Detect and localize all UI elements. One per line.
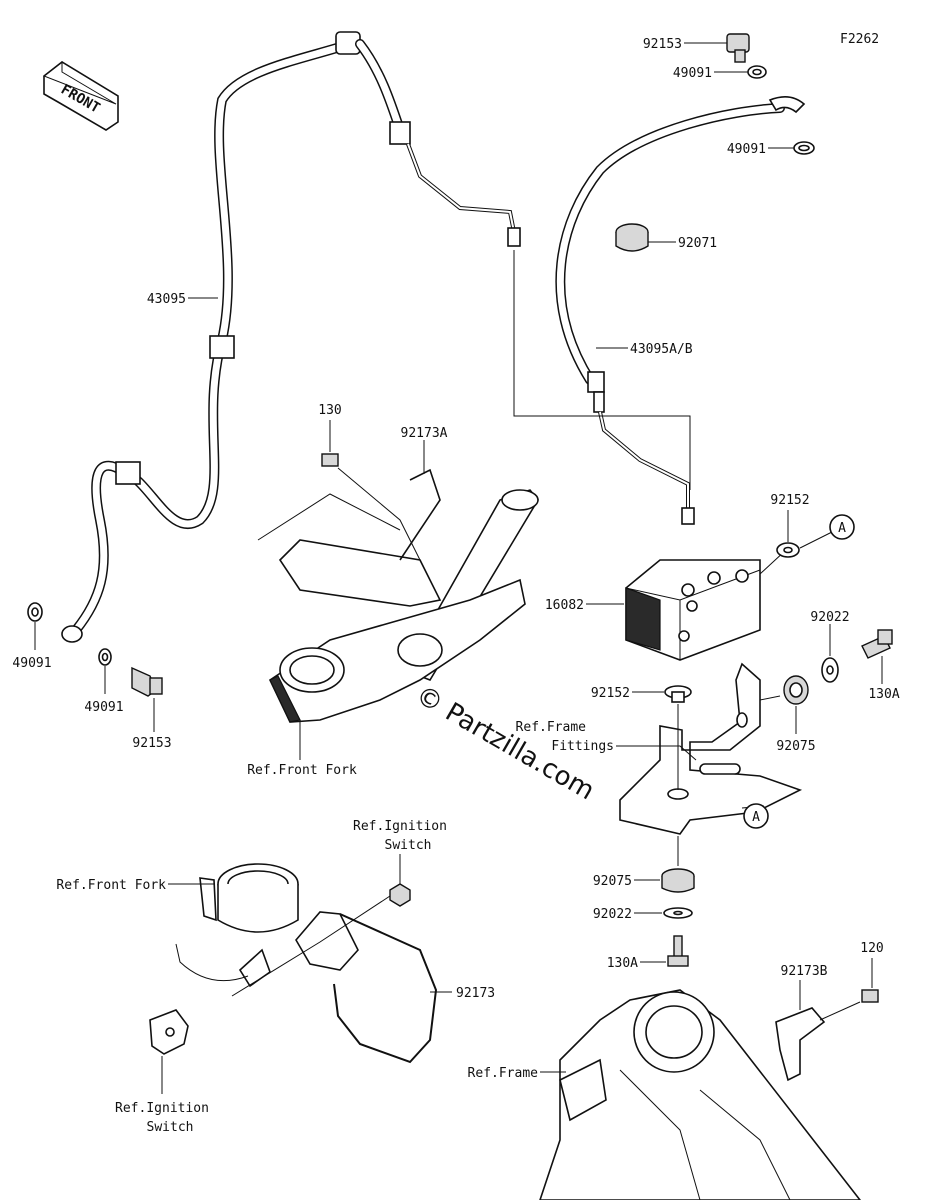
callout-130: 130	[318, 403, 341, 418]
callout-92152-a: 92152	[770, 493, 809, 508]
svg-text:A: A	[838, 521, 846, 536]
ref-frame-label: Ref.Frame	[468, 1066, 539, 1081]
front-fork-lower[interactable]: Ref.Front Fork	[56, 863, 299, 988]
washer-92022-right[interactable]: 92022	[810, 610, 850, 683]
front-arrow-icon: FRONT	[42, 60, 119, 131]
ref-frame-fittings-label-1: Ref.Frame	[516, 720, 587, 735]
callout-92071: 92071	[678, 236, 717, 251]
callout-43095: 43095	[147, 292, 186, 307]
callout-120: 120	[860, 941, 883, 956]
washer-49091-top1[interactable]: 49091	[673, 65, 767, 81]
callout-92075-bottom: 92075	[593, 874, 632, 889]
damper-92075-right[interactable]: 92075	[776, 675, 816, 754]
bushing-92152-a[interactable]: 92152	[770, 493, 833, 558]
abs-unit-16082[interactable]: 16082	[545, 549, 787, 661]
callout-92153-top: 92153	[643, 37, 682, 52]
bolt-130a-right[interactable]: 130A	[861, 629, 900, 702]
callout-130a-bottom: 130A	[607, 956, 638, 971]
bolt-130a-bottom[interactable]: 130A	[607, 935, 689, 971]
callout-16082: 16082	[545, 598, 584, 613]
callout-92173: 92173	[456, 986, 495, 1001]
ignition-bracket-92173[interactable]: 92173	[231, 895, 495, 1064]
grommet-92071[interactable]: 92071	[615, 223, 717, 252]
washer-49091-left2[interactable]: 49091	[84, 648, 124, 715]
callout-49091-top1: 49091	[673, 66, 712, 81]
bolt-130[interactable]: 130	[318, 403, 431, 581]
ref-circle-a-2: A	[743, 803, 769, 829]
banjo-bolt-left[interactable]: 92153	[131, 666, 172, 751]
callout-92075-right: 92075	[776, 739, 815, 754]
banjo-bolt-top[interactable]: 92153	[643, 33, 750, 63]
figure-code: F2262	[840, 32, 879, 47]
callout-92022-right: 92022	[810, 610, 849, 625]
washer-92022-bottom[interactable]: 92022	[593, 907, 693, 922]
ref-circle-a-1: A	[829, 514, 855, 540]
callout-43095ab: 43095A/B	[630, 342, 693, 357]
brake-hose-43095[interactable]: 43095	[61, 31, 521, 643]
callout-92153-left: 92153	[132, 736, 171, 751]
svg-text:Switch: Switch	[147, 1120, 194, 1135]
ref-frame-fittings-label-2: Fittings	[551, 739, 614, 754]
frame-head[interactable]: Ref.Frame	[468, 989, 862, 1200]
callout-92173b: 92173B	[781, 964, 828, 979]
callout-92173a: 92173A	[401, 426, 448, 441]
svg-text:A: A	[752, 810, 760, 825]
svg-text:Ref.Ignition: Ref.Ignition	[115, 1101, 209, 1116]
clip-92173b[interactable]: 92173B	[775, 964, 861, 1082]
front-fork-stem[interactable]: Ref.Front Fork	[247, 489, 539, 778]
callout-92022-bottom: 92022	[593, 907, 632, 922]
abs-mounting-bracket[interactable]: Ref.Frame Fittings	[516, 662, 803, 835]
washer-49091-top2[interactable]: 49091	[727, 141, 815, 157]
callout-49091-left2: 49091	[84, 700, 123, 715]
svg-text:Ref.Ignition: Ref.Ignition	[353, 819, 447, 834]
ref-ignition-switch-top: Ref.Ignition Switch	[353, 819, 447, 907]
bolt-120[interactable]: 120	[860, 941, 884, 1003]
damper-92075-bottom[interactable]: 92075	[593, 868, 695, 893]
brake-hose-43095ab[interactable]: 43095A/B	[555, 96, 806, 525]
callout-49091-left1: 49091	[12, 656, 51, 671]
callout-49091-top2: 49091	[727, 142, 766, 157]
callout-130a-right: 130A	[868, 687, 899, 702]
washer-49091-left1[interactable]: 49091	[12, 602, 52, 671]
svg-text:Switch: Switch	[385, 838, 432, 853]
ignition-switch-mount[interactable]: Ref.Ignition Switch	[115, 1009, 209, 1135]
wire-clip-92173a[interactable]: 92173A	[257, 426, 448, 561]
callout-92152-b: 92152	[591, 686, 630, 701]
bushing-92152-b[interactable]: 92152	[591, 685, 692, 703]
ref-front-fork-label-1: Ref.Front Fork	[247, 763, 357, 778]
ref-front-fork-label-2: Ref.Front Fork	[56, 878, 166, 893]
